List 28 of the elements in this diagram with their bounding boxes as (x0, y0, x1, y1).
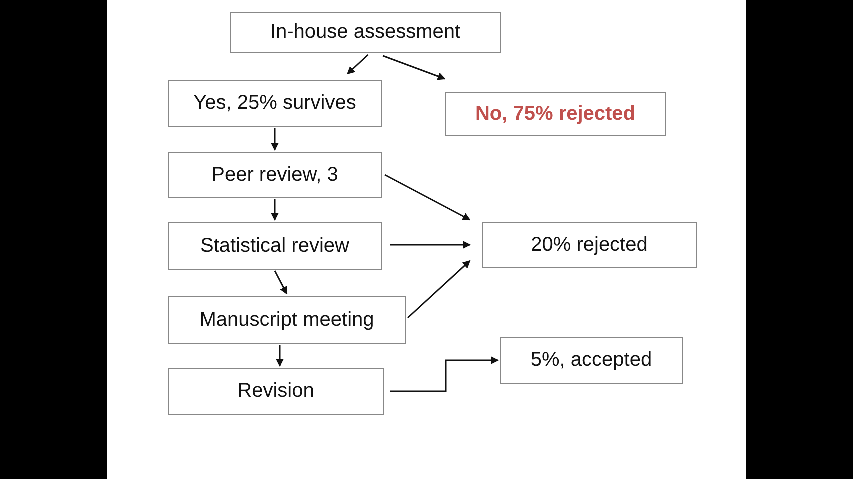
box-label: 20% rejected (531, 232, 648, 258)
arrow (390, 241, 471, 249)
box-label: 5%, accepted (530, 348, 652, 373)
process-box (168, 222, 382, 270)
box-label: No, 75% rejected (475, 102, 636, 126)
box-label: Revision (238, 379, 314, 404)
arrow (390, 356, 499, 392)
process-box (168, 80, 382, 127)
arrow (274, 270, 288, 295)
box-label: Yes, 25% survives (194, 91, 356, 116)
process-box (445, 92, 666, 136)
arrow (384, 174, 471, 221)
box-label: Statistical review (200, 234, 350, 258)
arrow (271, 199, 279, 221)
process-box (482, 222, 697, 268)
box-label: In-house assessment (270, 20, 461, 45)
process-box (168, 296, 406, 344)
box-label: Peer review, 3 (212, 162, 338, 188)
process-box (500, 337, 683, 384)
arrow (347, 54, 369, 75)
arrow (271, 128, 279, 151)
process-box (168, 368, 384, 415)
process-box (230, 12, 501, 53)
arrow (382, 55, 446, 80)
box-label: Manuscript meeting (200, 308, 374, 332)
arrow (276, 345, 284, 367)
process-box (168, 152, 382, 198)
arrow (408, 260, 471, 319)
